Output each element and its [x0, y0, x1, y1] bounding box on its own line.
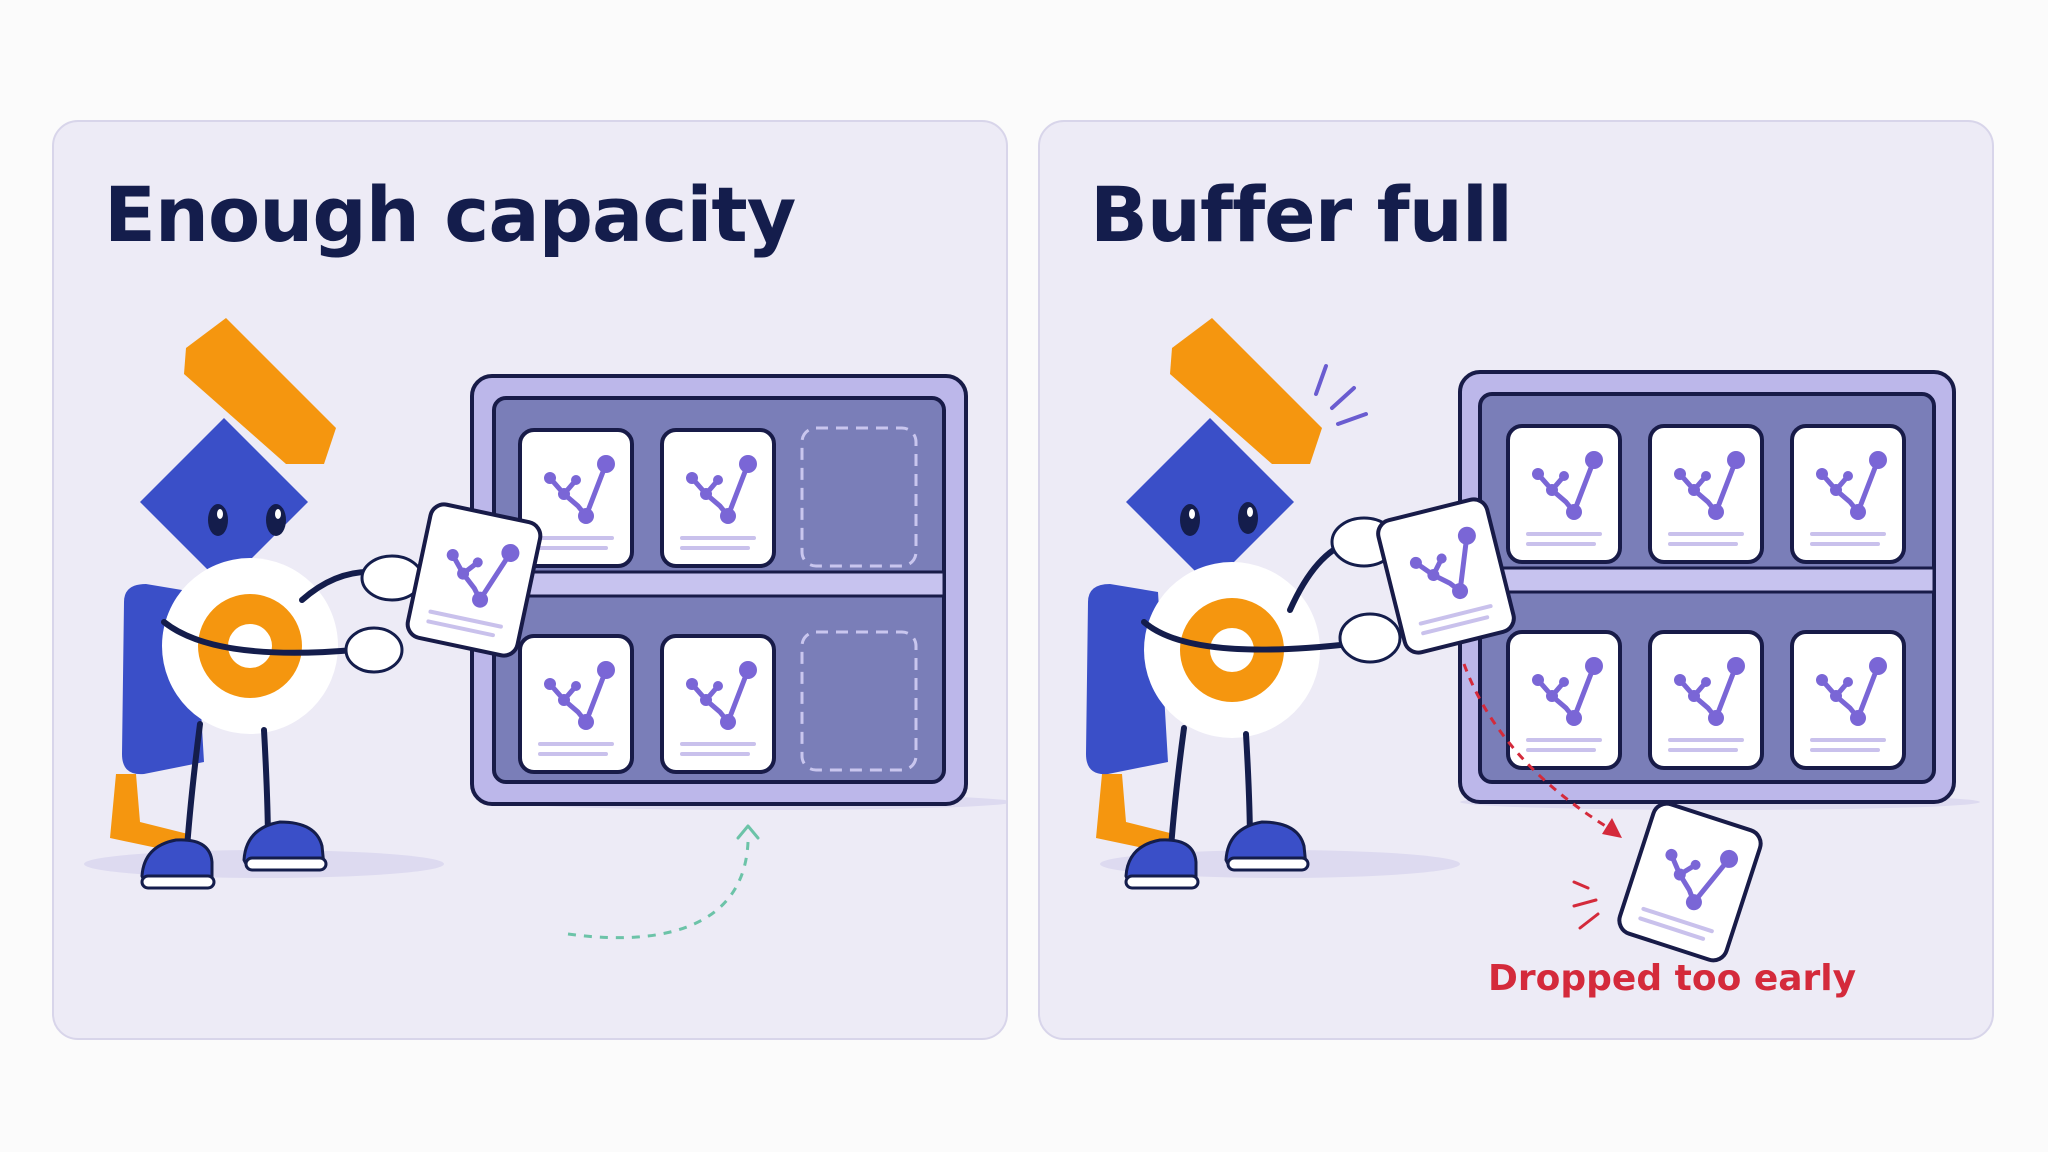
empty-slot [800, 630, 918, 772]
filled-slot-card [662, 430, 774, 566]
filled-slot-card [1792, 426, 1904, 562]
robot-character [1086, 318, 1402, 890]
empty-slot [800, 426, 918, 568]
filled-slot-card [662, 636, 774, 772]
filled-slot-card [520, 636, 632, 772]
filled-slot-card [1508, 426, 1620, 562]
drop-arrow [1462, 663, 1613, 832]
filled-slot-card [1792, 632, 1904, 768]
filled-slot-card [1508, 632, 1620, 768]
panel-buffer-full: Buffer full Dropped too early [1038, 120, 1994, 1040]
filled-slot-card [1650, 426, 1762, 562]
panel-title: Enough capacity [104, 170, 796, 259]
panel-enough-capacity: Enough capacity [52, 120, 1008, 1040]
right-panel-art [1086, 318, 1980, 1038]
panel-title: Buffer full [1090, 170, 1513, 259]
impact-marks [1572, 880, 1600, 930]
dropped-card [1616, 800, 1765, 964]
hint-arrow [567, 841, 750, 940]
robot-character [110, 318, 424, 890]
drop-label: Dropped too early [1488, 958, 1857, 999]
alert-marks [1314, 364, 1368, 426]
filled-slot-card [1650, 632, 1762, 768]
left-panel-art [84, 318, 1006, 940]
